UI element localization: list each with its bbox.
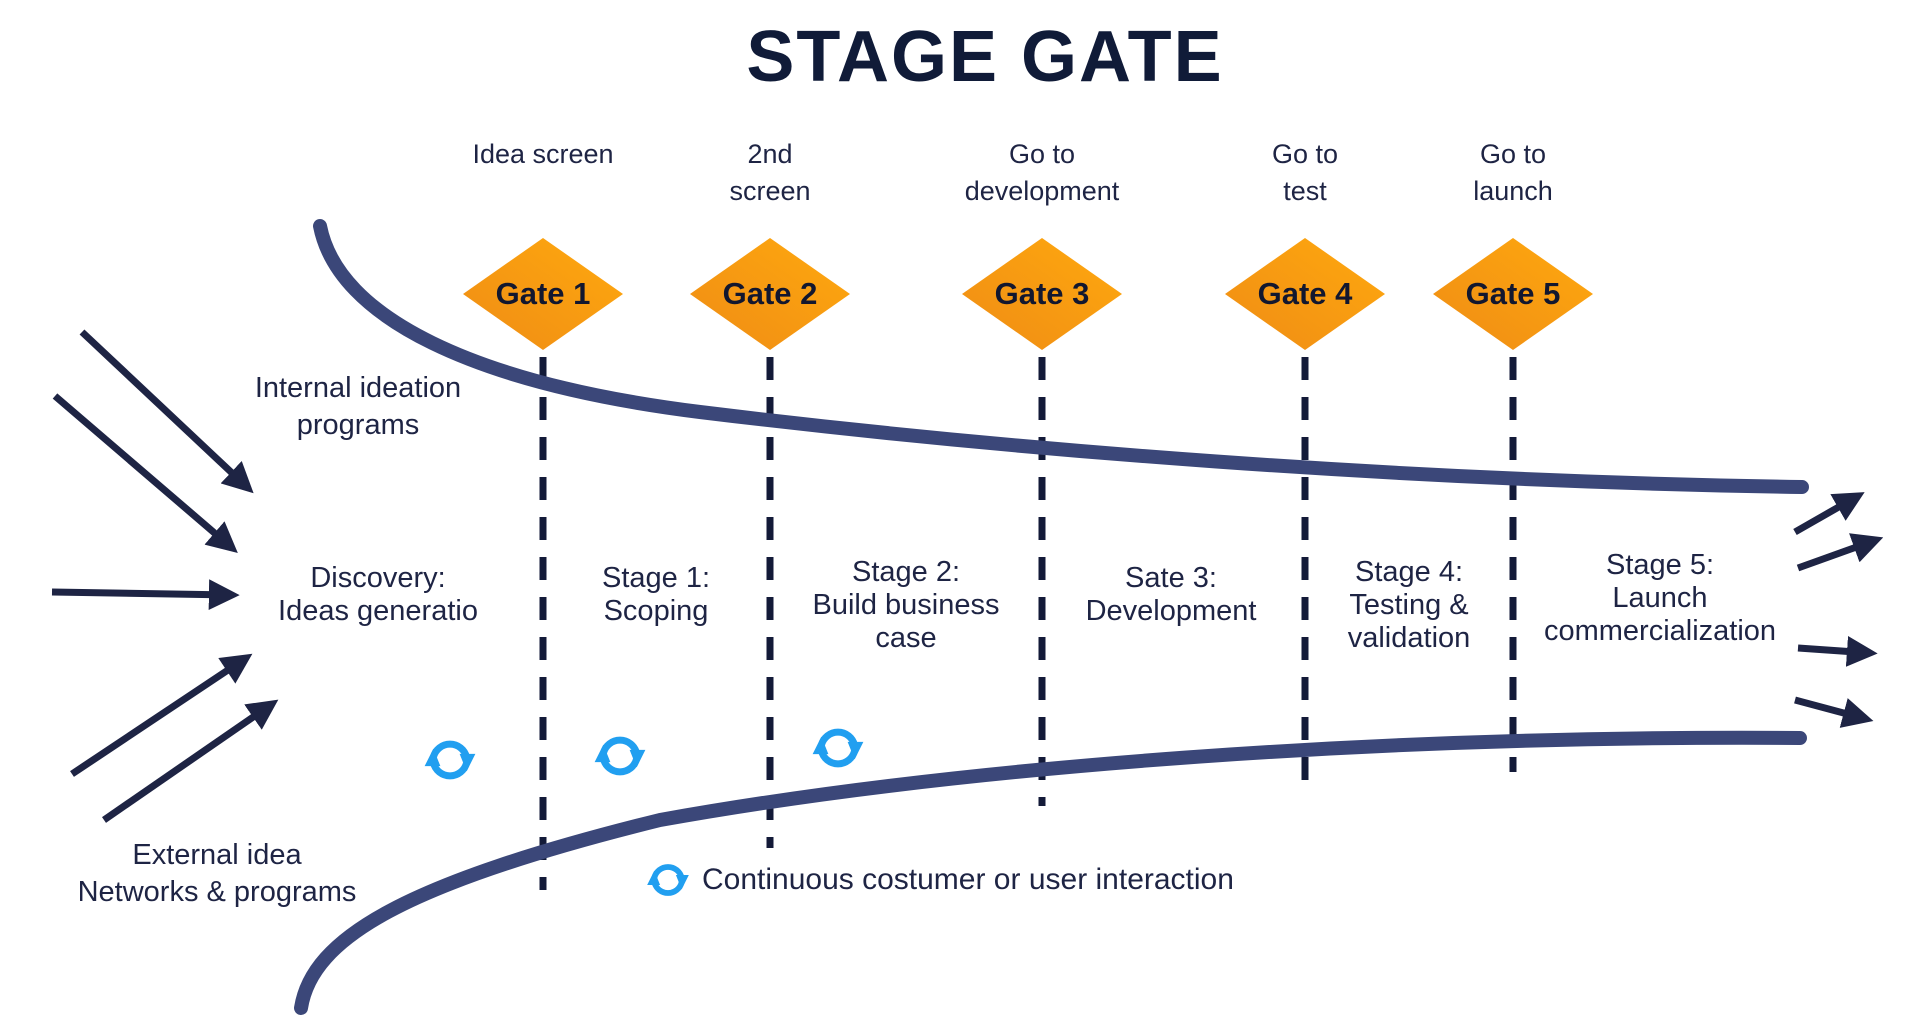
input-arrow-3 — [51, 579, 240, 611]
output-arrow-2 — [1796, 533, 1884, 572]
legend-text: Continuous costumer or user interaction — [702, 863, 1234, 896]
gate3-top-label: Go to development — [964, 139, 1120, 206]
sync-icon — [425, 744, 476, 776]
gate3-label: Gate 3 — [994, 276, 1090, 311]
sync-icon — [813, 732, 864, 764]
sync-icon — [595, 740, 646, 772]
gate2-diamond — [690, 238, 850, 350]
gate5-label: Gate 5 — [1465, 276, 1561, 311]
gate2-top-label: 2nd screen — [729, 139, 811, 206]
output-arrow-3 — [1797, 636, 1878, 667]
stage4-label: Stage 4: Testing & validation — [1347, 556, 1471, 654]
gate4-top-label: Go to test — [1271, 139, 1339, 206]
funnel-top-curve — [313, 219, 1809, 494]
gate1-label: Gate 1 — [495, 276, 591, 311]
gate4-label: Gate 4 — [1257, 276, 1353, 311]
input-arrows — [51, 329, 279, 823]
output-arrows — [1793, 492, 1884, 728]
gate5-diamond — [1433, 238, 1593, 350]
stage-discovery-label: Discovery: Ideas generatio — [278, 562, 478, 627]
input-arrow-1 — [79, 329, 254, 494]
input-arrow-5 — [102, 699, 279, 823]
external-idea-label: External idea Networks & programs — [77, 839, 357, 908]
internal-ideation-label: Internal ideation programs — [254, 372, 462, 441]
gate1-top-label: Idea screen — [472, 139, 614, 169]
page-title: STAGE GATE — [746, 17, 1224, 97]
legend-sync-icon — [647, 867, 689, 893]
stage2-label: Stage 2: Build business case — [812, 556, 1000, 654]
input-arrow-4 — [70, 653, 253, 777]
gate3-diamond — [962, 238, 1122, 350]
output-arrow-4 — [1794, 696, 1874, 728]
gate1-diamond — [463, 238, 623, 350]
stage5-label: Stage 5: Launch commercialization — [1543, 549, 1777, 647]
output-arrow-1 — [1793, 492, 1865, 536]
funnel-bottom-curve — [294, 730, 1807, 1015]
gate4-diamond — [1225, 238, 1385, 350]
stage1-label: Stage 1: Scoping — [601, 562, 711, 627]
gate5-top-label: Go to launch — [1473, 139, 1553, 206]
gate2-label: Gate 2 — [722, 276, 818, 311]
input-arrow-2 — [52, 393, 238, 554]
stage3-label: Sate 3: Development — [1085, 562, 1257, 627]
